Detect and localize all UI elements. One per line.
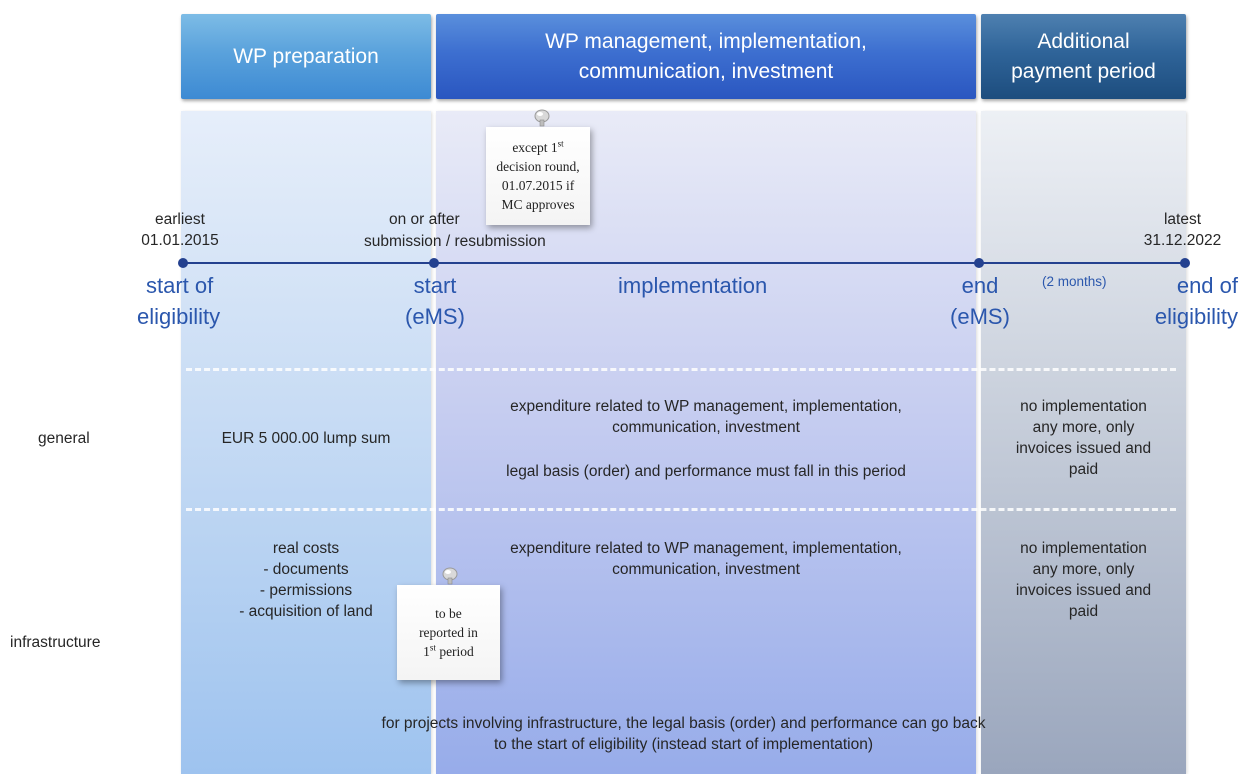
timeline-line xyxy=(183,262,1185,264)
general-mgmt-cell: expenditure related to WP management, im… xyxy=(506,398,906,480)
latest-label: latest 31.12.2022 xyxy=(1143,211,1222,249)
infra-additional-cell: no implementation any more, only invoice… xyxy=(1015,540,1152,620)
sticky-note-decision-round: except 1st decision round, 01.07.2015 if… xyxy=(486,127,590,225)
column-additional-payment xyxy=(981,111,1186,774)
milestone-start-of-eligibility: start of eligibility xyxy=(137,273,221,329)
header-wp-management: WP management, implementation,communicat… xyxy=(436,14,976,99)
milestone-end-ems: end (eMS) xyxy=(950,273,1010,329)
row-label-infrastructure: infrastructure xyxy=(10,634,101,651)
milestone-end-of-eligibility: end of eligibility xyxy=(1154,273,1238,329)
on-or-after-label: on or after xyxy=(389,211,460,228)
earliest-label: earliest 01.01.2015 xyxy=(141,211,219,249)
column-wp-preparation xyxy=(181,111,431,774)
row-separator-top xyxy=(186,368,1176,371)
timeline-point-end xyxy=(974,258,984,268)
pushpin-icon xyxy=(534,109,550,127)
timeline-point-start xyxy=(429,258,439,268)
sticky-note-reported: to be reported in 1st period xyxy=(397,585,500,680)
general-prep-cell: EUR 5 000.00 lump sum xyxy=(221,430,391,447)
row-label-general: general xyxy=(38,430,90,447)
submission-label: submission / resubmission xyxy=(364,233,546,250)
general-additional-cell: no implementation any more, only invoice… xyxy=(1015,398,1152,478)
timeline-point-start-eligibility xyxy=(178,258,188,268)
infra-prep-cell: real costs - documents - permissions - a… xyxy=(239,540,373,620)
infra-mgmt-cell: expenditure related to WP management, im… xyxy=(510,540,902,578)
header-wp-preparation: WP preparation xyxy=(181,14,431,99)
timeline-point-end-eligibility xyxy=(1180,258,1190,268)
two-months-label: (2 months) xyxy=(1042,274,1107,289)
row-separator-middle xyxy=(186,508,1176,511)
pushpin-icon xyxy=(442,567,458,585)
infra-bottom-note: for projects involving infrastructure, t… xyxy=(381,715,986,753)
milestone-start-ems: start (eMS) xyxy=(405,273,465,329)
milestone-implementation: implementation xyxy=(618,273,768,298)
